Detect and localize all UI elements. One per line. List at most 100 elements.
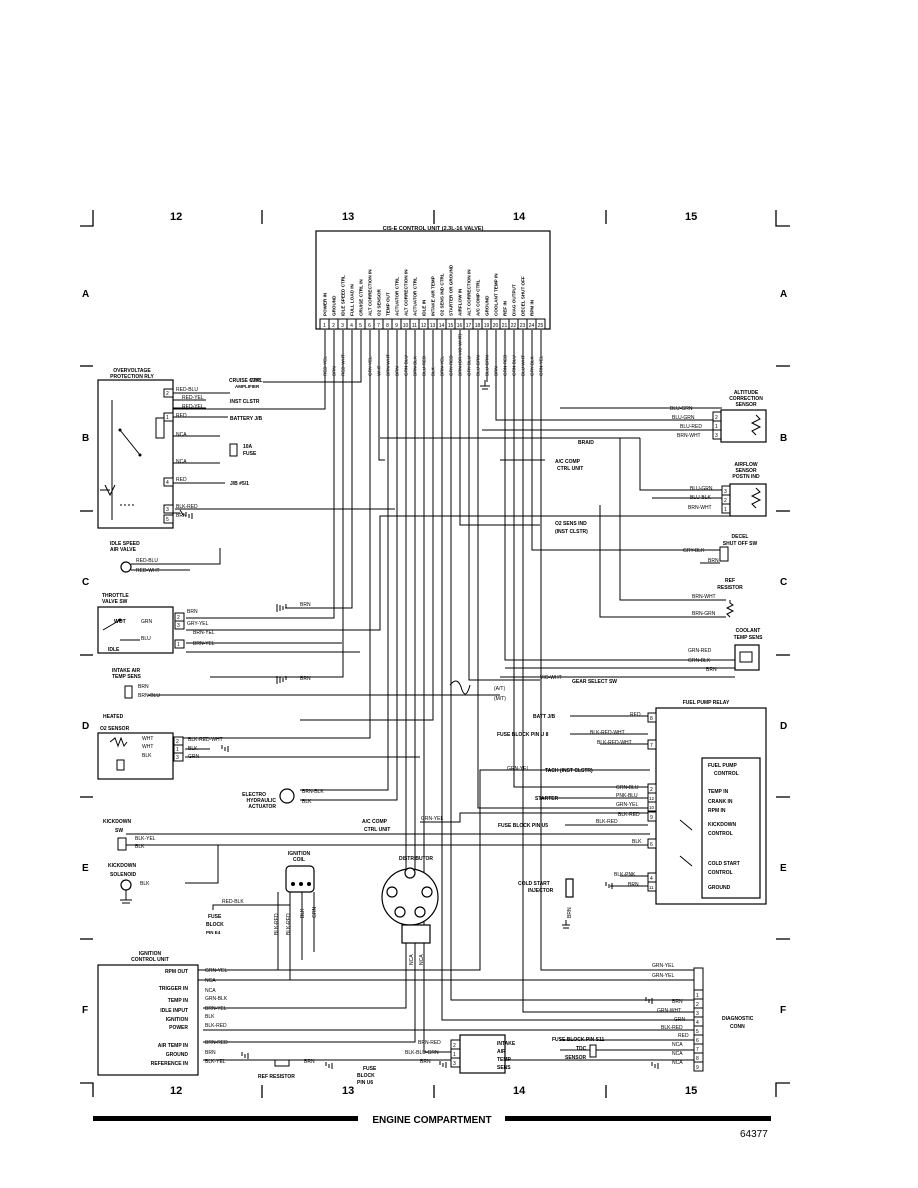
svg-text:REF: REF [725, 578, 735, 584]
ignition-control-label: POWER [169, 1025, 188, 1031]
row-label: D [780, 721, 787, 732]
svg-text:GRY-YEL: GRY-YEL [187, 621, 209, 627]
svg-text:O2 SENS IND: O2 SENS IND [555, 521, 587, 527]
svg-text:BRN: BRN [176, 513, 187, 519]
o2-sens-ind: O2 SENS IND (INST CLSTR) [555, 521, 588, 535]
svg-text:BLK: BLK [302, 799, 312, 805]
svg-text:DISTRIBUTOR: DISTRIBUTOR [399, 856, 433, 862]
svg-text:BLK: BLK [205, 1014, 215, 1020]
svg-text:OVERVOLTAGE: OVERVOLTAGE [113, 368, 151, 374]
grid-labels: 12 13 14 15 12 13 14 15 A B C D E F A B … [82, 211, 787, 1097]
svg-text:BRN-BLK: BRN-BLK [302, 789, 324, 795]
svg-text:BLK: BLK [135, 844, 145, 850]
svg-text:REF RESISTOR: REF RESISTOR [258, 1074, 295, 1080]
svg-text:BRN-BLU: BRN-BLU [138, 693, 160, 699]
svg-text:BLK-YEL: BLK-YEL [205, 1059, 226, 1065]
svg-text:3: 3 [166, 507, 169, 513]
svg-text:BLOCK: BLOCK [357, 1073, 375, 1079]
ignition-control-label: AIR TEMP IN [158, 1043, 189, 1049]
ignition-control-label: GROUND [166, 1052, 189, 1058]
svg-text:(A/T): (A/T) [494, 686, 505, 692]
overvoltage-relay: OVERVOLTAGE PROTECTION RLY 2 1 4 3 5 RED… [97, 368, 263, 529]
svg-text:FUSE BLOCK PIN U5: FUSE BLOCK PIN U5 [498, 823, 548, 829]
svg-text:IGNITION: IGNITION [288, 851, 311, 857]
col-label: 14 [513, 1085, 526, 1097]
svg-text:3: 3 [453, 1061, 456, 1067]
diagnostic-pin-number: 2 [696, 1002, 699, 1008]
svg-text:NCA: NCA [419, 954, 425, 965]
svg-text:7: 7 [650, 743, 653, 749]
svg-text:GRN-YEL: GRN-YEL [421, 816, 443, 822]
svg-text:AMPLIFIER: AMPLIFIER [235, 384, 260, 389]
svg-text:TEMP IN: TEMP IN [708, 789, 729, 795]
svg-text:BLK: BLK [142, 753, 152, 759]
svg-text:10A: 10A [243, 444, 253, 450]
svg-text:GRN-YEL: GRN-YEL [652, 963, 674, 969]
svg-text:TACH (INST CLSTR): TACH (INST CLSTR) [545, 768, 593, 774]
col-label: 12 [170, 211, 182, 223]
svg-text:PIN U6: PIN U6 [357, 1080, 373, 1086]
svg-text:BATTERY J/B: BATTERY J/B [230, 416, 263, 422]
control-unit-pin-number: 1 [323, 323, 326, 329]
control-unit-pin-number: 13 [430, 323, 436, 329]
svg-text:TEMP SENS: TEMP SENS [734, 635, 763, 641]
svg-text:RED: RED [630, 712, 641, 718]
svg-text:CONN: CONN [730, 1024, 745, 1030]
svg-text:RED-YEL: RED-YEL [182, 404, 204, 410]
svg-text:BLK-RED: BLK-RED [661, 1025, 683, 1031]
control-unit-pin-function: CRUISE CTRL IN [359, 279, 364, 316]
svg-text:1: 1 [724, 507, 727, 513]
svg-text:BRN-RED: BRN-RED [418, 1040, 441, 1046]
svg-text:BLK-BLU-GRN: BLK-BLU-GRN [405, 1050, 439, 1056]
svg-text:1: 1 [715, 424, 718, 430]
svg-text:10: 10 [649, 805, 655, 810]
svg-text:FUSE: FUSE [363, 1066, 377, 1072]
row-label: D [82, 721, 89, 732]
svg-text:4: 4 [166, 480, 169, 486]
svg-text:NCA: NCA [176, 459, 187, 465]
row-label: E [780, 863, 787, 874]
svg-text:BLK-RED-WHT: BLK-RED-WHT [597, 740, 632, 746]
svg-text:A/C COMP: A/C COMP [555, 459, 581, 465]
svg-text:WHT: WHT [250, 378, 261, 384]
svg-text:12: 12 [649, 796, 655, 801]
svg-text:BLK-RED: BLK-RED [596, 819, 618, 825]
svg-text:BLK: BLK [188, 746, 198, 752]
svg-text:RED: RED [176, 477, 187, 483]
control-unit-pin-number: 23 [520, 323, 526, 329]
svg-text:BLOCK: BLOCK [206, 922, 224, 928]
svg-text:WOT: WOT [114, 619, 126, 625]
col-label: 13 [342, 1085, 354, 1097]
svg-text:KICKDOWN: KICKDOWN [103, 819, 131, 825]
control-unit-pin-number: 17 [466, 323, 472, 329]
svg-text:1: 1 [453, 1052, 456, 1058]
svg-text:HYDRAULIC: HYDRAULIC [247, 798, 277, 804]
svg-text:KICKDOWN: KICKDOWN [708, 822, 736, 828]
ref-resistor: REF RESISTOR BRN-WHT BRN-GRN [692, 578, 743, 618]
svg-text:3: 3 [715, 433, 718, 439]
control-unit-pin-function: DIAG OUTPUT [512, 284, 517, 316]
control-unit-pin-function: ALT CORRECTION IN [404, 269, 409, 316]
control-unit-pin-number: 25 [538, 323, 544, 329]
figure-number: 64377 [740, 1129, 768, 1140]
svg-text:KICKDOWN: KICKDOWN [108, 863, 136, 869]
svg-text:GROUND: GROUND [708, 885, 731, 891]
svg-text:2: 2 [177, 615, 180, 621]
diagnostic-pin-number: 5 [696, 1029, 699, 1035]
svg-text:BRN: BRN [567, 907, 573, 918]
decel-shut-off-switch: DECEL SHUT OFF SW GRY-BLK BRN [683, 534, 757, 564]
gear-select-switch: VIO-WHT GEAR SELECT SW (A/T) (M/T) [449, 675, 617, 702]
svg-text:2: 2 [453, 1043, 456, 1049]
svg-text:NCA: NCA [672, 1051, 683, 1057]
control-unit-pin-number: 7 [377, 323, 380, 329]
svg-text:RED-BLU: RED-BLU [136, 558, 158, 564]
svg-text:1: 1 [176, 747, 179, 753]
svg-text:BATT J/B: BATT J/B [533, 714, 556, 720]
svg-text:RED: RED [678, 1033, 689, 1039]
control-unit-pin-function: O2 SENS IND CTRL [440, 273, 445, 316]
ignition-control-label: IGNITION [166, 1017, 189, 1023]
control-unit-pin-number: 15 [448, 323, 454, 329]
svg-text:BRN: BRN [628, 882, 639, 888]
svg-text:CORRECTION: CORRECTION [729, 396, 763, 402]
svg-text:GRN: GRN [188, 754, 200, 760]
